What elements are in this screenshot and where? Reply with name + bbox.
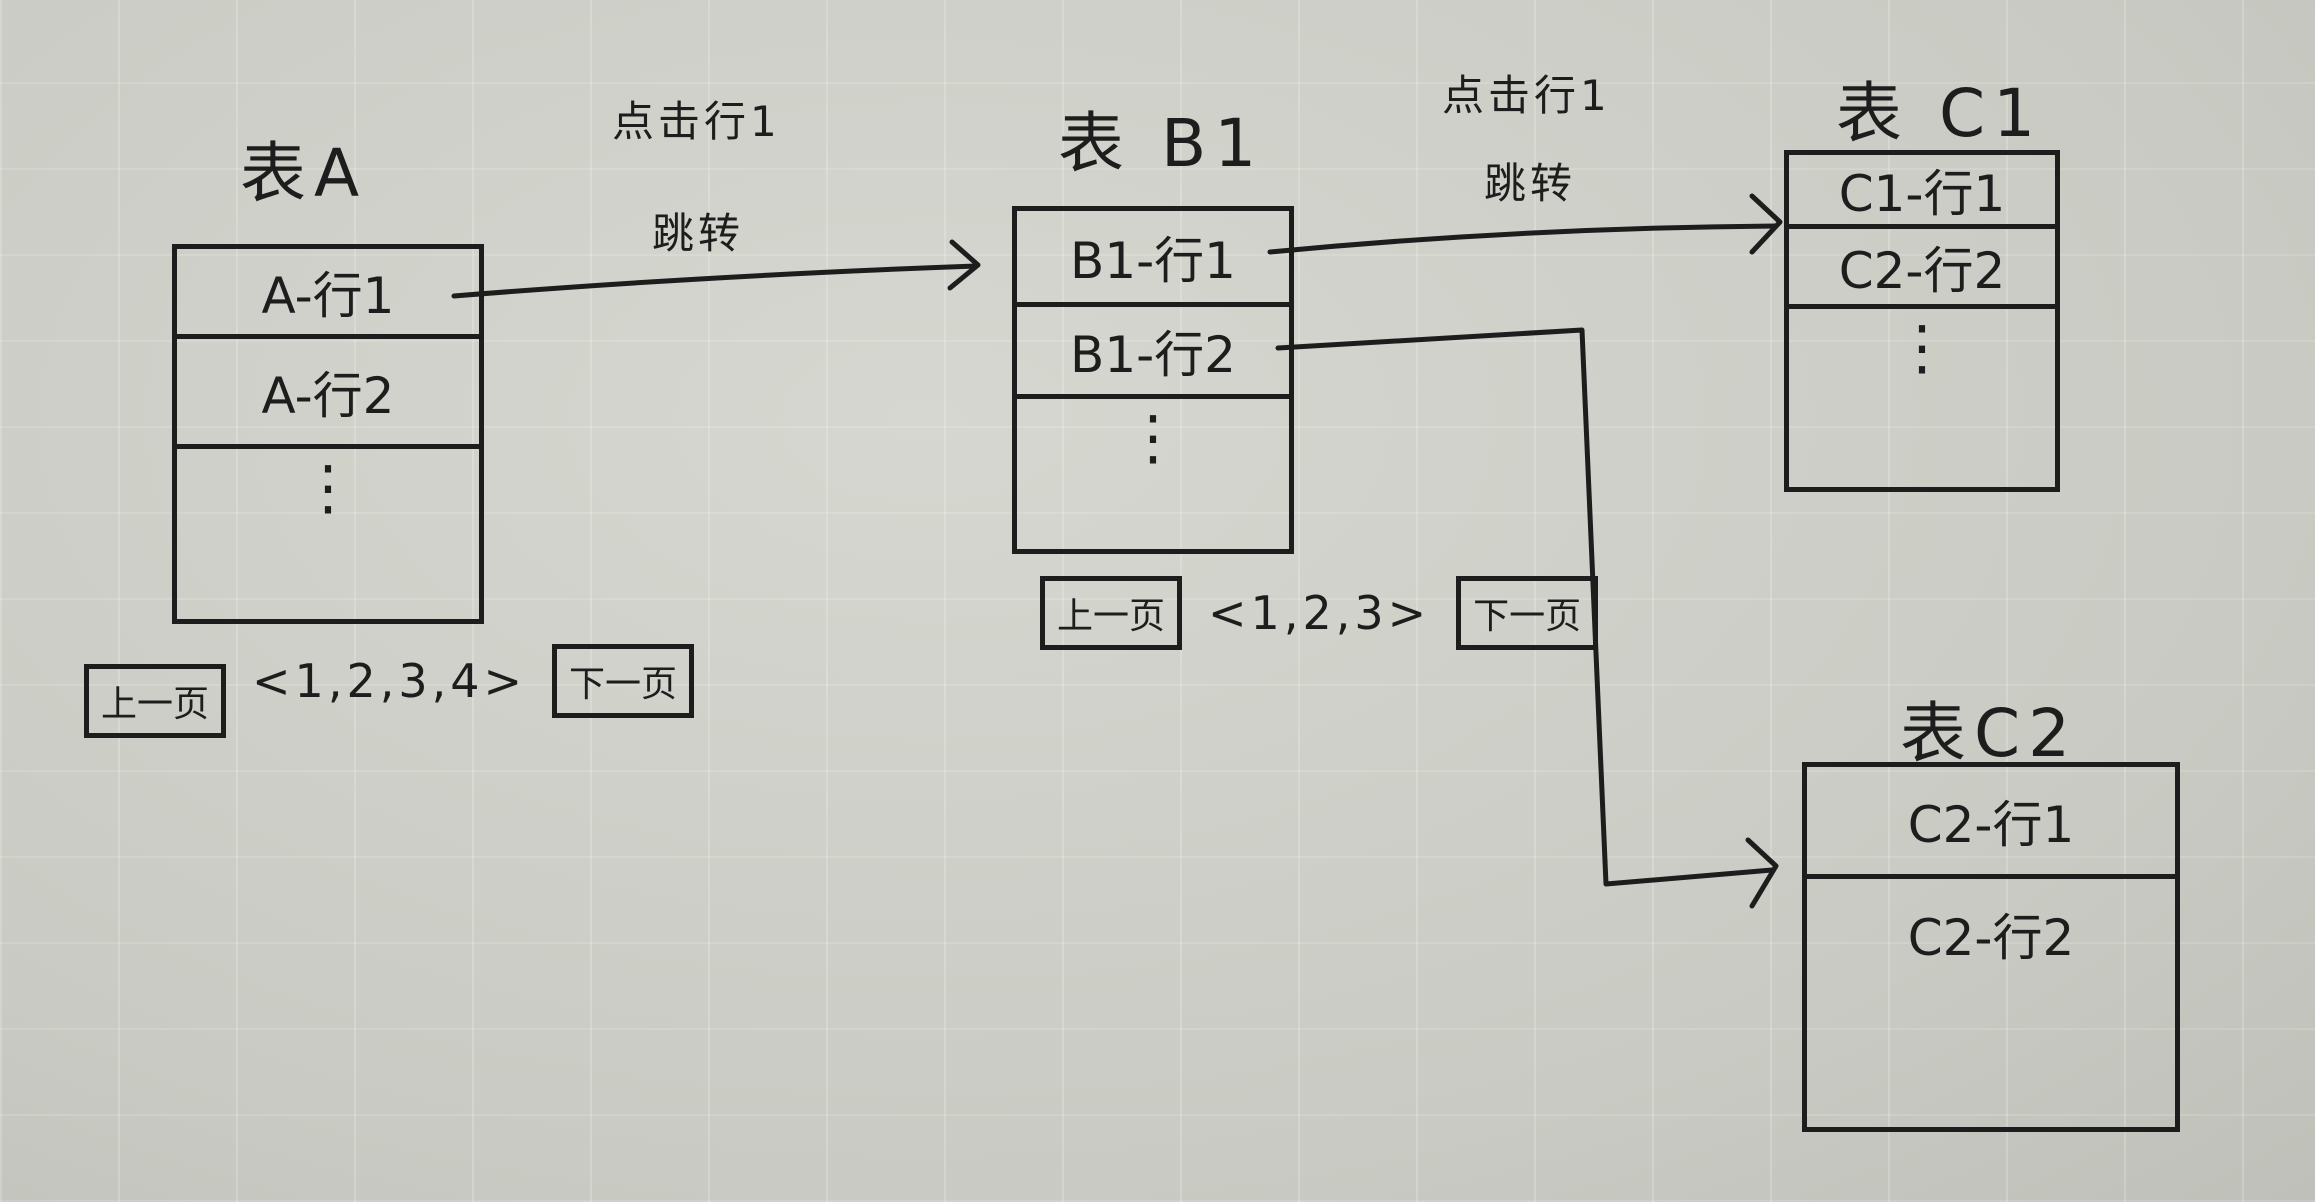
link-ab-result: 跳转 <box>652 209 745 258</box>
table-c1-title: 表 C1 <box>1836 75 2044 152</box>
table-a-row-1[interactable]: A-行1 <box>177 249 479 339</box>
table-c2-row-1[interactable]: C2-行1 <box>1807 767 2175 879</box>
table-a-pager: 上一页 <1,2,3,4> 下一页 <box>84 624 695 738</box>
table-b-row-2[interactable]: B1-行2 <box>1017 307 1289 399</box>
table-a-page-numbers[interactable]: <1,2,3,4> <box>252 654 527 708</box>
table-c2-row-2[interactable]: C2-行2 <box>1907 909 2075 967</box>
table-b-pager: 上一页 <1,2,3> 下一页 <box>1040 576 1599 650</box>
arrow-a-to-b-head <box>947 239 981 291</box>
arrow-b-to-c1-head <box>1749 193 1783 255</box>
table-c2: C2-行1 C2-行2 <box>1802 762 2180 1132</box>
link-ab-action: 点击行1 <box>612 97 781 146</box>
table-b-more: ⋮ <box>1123 403 1183 473</box>
table-a-row-2[interactable]: A-行2 <box>177 339 479 449</box>
table-b: B1-行1 B1-行2 ⋮ <box>1012 206 1294 554</box>
arrow-b-to-c2-head <box>1745 837 1779 909</box>
link-bc-result: 跳转 <box>1484 159 1577 208</box>
table-b-title: 表 B1 <box>1058 105 1265 182</box>
table-c1: C1-行1 C2-行2 ⋮ <box>1784 150 2060 492</box>
table-b-next-button[interactable]: 下一页 <box>1456 576 1599 650</box>
link-bc-action: 点击行1 <box>1442 71 1611 120</box>
table-a-prev-button[interactable]: 上一页 <box>84 664 227 738</box>
arrow-a-to-b <box>451 263 979 299</box>
table-b-prev-button[interactable]: 上一页 <box>1040 576 1183 650</box>
table-c2-title: 表C2 <box>1900 695 2079 772</box>
table-c1-row-2[interactable]: C2-行2 <box>1789 229 2055 309</box>
table-a-more: ⋮ <box>298 453 358 523</box>
table-a-next-button[interactable]: 下一页 <box>552 644 695 718</box>
table-c1-row-1[interactable]: C1-行1 <box>1789 155 2055 229</box>
table-a: A-行1 A-行2 ⋮ <box>172 244 484 624</box>
table-b-row-1[interactable]: B1-行1 <box>1017 211 1289 307</box>
arrow-b-to-c1 <box>1267 223 1779 255</box>
table-a-title: 表A <box>240 135 368 212</box>
table-c1-more: ⋮ <box>1892 313 1952 383</box>
table-b-page-numbers[interactable]: <1,2,3> <box>1208 586 1431 640</box>
